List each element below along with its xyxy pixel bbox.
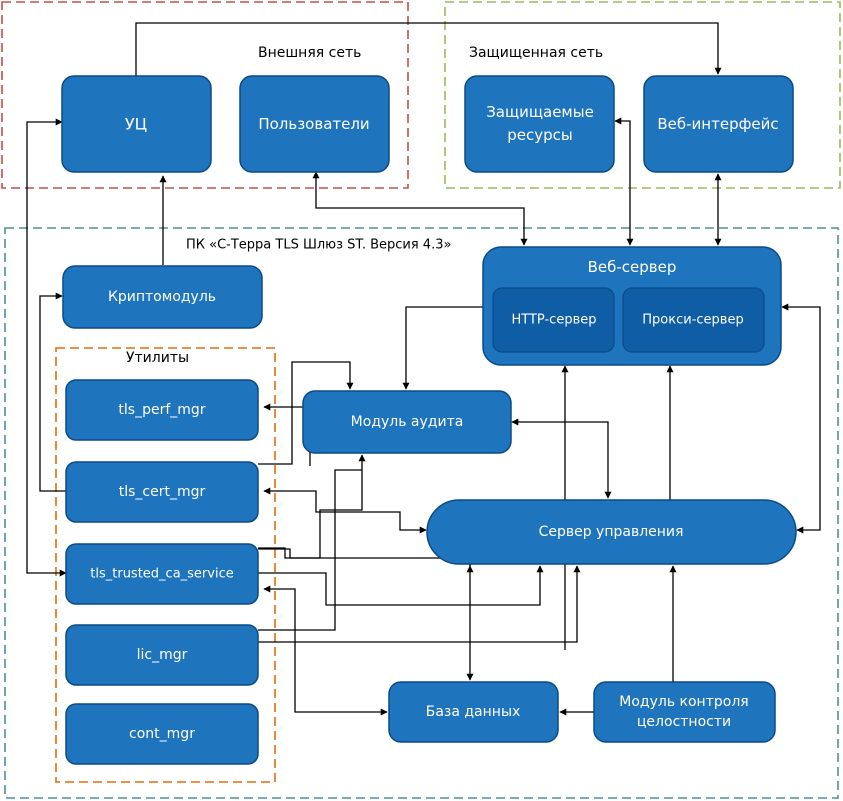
http-server-label: HTTP-сервер: [512, 313, 597, 328]
node-database: База данных: [388, 681, 559, 743]
node-integrity-module: Модуль контроля целостности: [593, 681, 776, 743]
protected-network-label: Защищенная сеть: [469, 45, 603, 61]
product-label: ПК «С-Терра TLS Шлюз ST. Версия 4.3»: [186, 238, 451, 253]
users-label: Пользователи: [258, 115, 369, 133]
link-users-webserver: [312, 171, 528, 246]
link-ca-trusted-left: [26, 118, 67, 577]
node-web-interface: Веб-интерфейс: [643, 75, 794, 173]
node-tls-cert-mgr: tls_cert_mgr: [65, 461, 259, 523]
proxy-server-label: Прокси-сервер: [642, 313, 743, 328]
cont-mgr-label: cont_mgr: [129, 726, 195, 742]
link-resources-webserver: [614, 117, 634, 246]
link-ca-webinterface: [135, 22, 722, 76]
node-cont-mgr: cont_mgr: [65, 703, 259, 765]
link-webserver-mgmt: [781, 303, 821, 534]
node-http-server: [492, 287, 615, 353]
integrity-module-label-1: Модуль контроля: [619, 694, 748, 710]
link-trusted-mgmt: [258, 565, 544, 606]
tls-cert-mgr-label: tls_cert_mgr: [119, 484, 206, 500]
web-interface-label: Веб-интерфейс: [657, 115, 778, 133]
node-audit-module: Модуль аудита: [302, 390, 512, 454]
tls-perf-mgr-label: tls_perf_mgr: [118, 402, 205, 418]
link-mgmt-cert: [263, 487, 427, 534]
link-cert-audit: [258, 361, 354, 465]
tls-trusted-ca-service-label: tls_trusted_ca_service: [90, 567, 233, 582]
crypto-module-label: Криптомодуль: [108, 289, 216, 305]
node-tls-trusted-ca-service: tls_trusted_ca_service: [65, 543, 259, 605]
protected-resources-label-2: ресурсы: [507, 126, 573, 144]
node-proxy-server: [622, 287, 765, 353]
web-server-label: Веб-сервер: [588, 258, 677, 276]
protected-resources-label-1: Защищаемые: [486, 103, 594, 121]
integrity-module-label-2: целостности: [637, 714, 731, 730]
lic-mgr-label: lic_mgr: [137, 647, 188, 663]
node-protected-resources: Защищаемые ресурсы: [464, 75, 615, 173]
database-label: База данных: [426, 704, 521, 720]
link-db-trusted: [263, 585, 388, 716]
node-crypto-module: Криптомодуль: [62, 265, 263, 329]
link-audit-mgmt: [511, 418, 612, 499]
protected-network-frame: [444, 1, 841, 189]
node-management-server: Сервер управления: [426, 499, 797, 565]
product-frame: [4, 227, 839, 799]
node-lic-mgr: lic_mgr: [65, 624, 259, 686]
external-network-frame: [1, 1, 409, 189]
link-lic-audit: [258, 469, 362, 631]
management-server-label: Сервер управления: [539, 524, 684, 540]
link-http-audit: [402, 306, 488, 390]
node-ca: УЦ: [61, 75, 212, 173]
node-web-server: Веб-сервер HTTP-сервер Прокси-сервер: [482, 246, 782, 366]
utilities-label: Утилиты: [126, 350, 189, 366]
node-tls-perf-mgr: tls_perf_mgr: [65, 379, 259, 441]
utilities-frame: [55, 347, 276, 783]
link-crypto-cert-left: [39, 292, 66, 492]
ca-label: УЦ: [125, 115, 147, 134]
audit-module-label: Модуль аудита: [351, 414, 464, 430]
external-network-label: Внешняя сеть: [258, 45, 361, 61]
node-users: Пользователи: [239, 75, 390, 173]
